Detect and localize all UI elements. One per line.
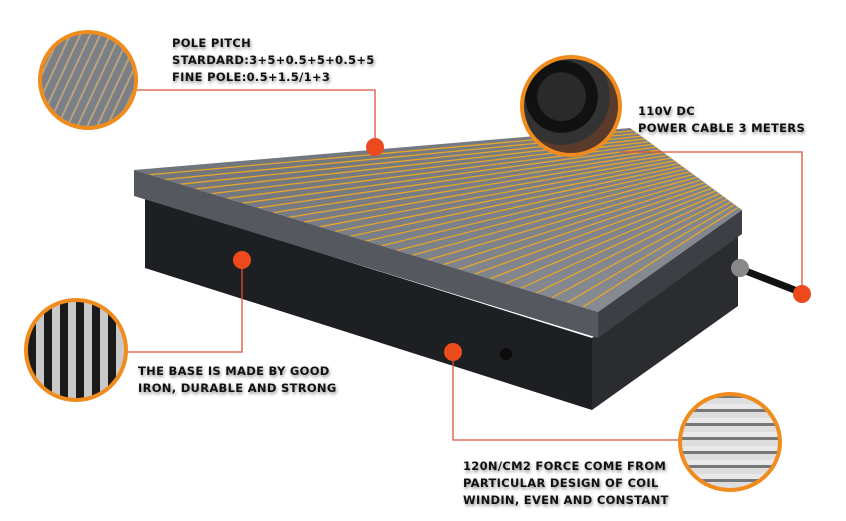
pole-stripe: [350, 165, 683, 237]
text-line: POLE PITCH: [172, 36, 252, 50]
leader-line-pole: [136, 89, 376, 147]
leader-line-cable: [620, 151, 803, 294]
pole-stripe: [396, 173, 694, 252]
text-line: PARTICULAR DESIGN OF COIL: [463, 476, 659, 490]
pole-stripe: [474, 187, 713, 275]
coil-label: 120N/CM2 FORCE COME FROM PARTICULAR DESI…: [463, 458, 669, 509]
coil-detail-circle: [678, 392, 782, 492]
pole-stripe: [319, 160, 675, 228]
marker-dot-cable: [793, 285, 811, 303]
marker-dot-pole: [366, 138, 384, 156]
leader-line-coil: [452, 352, 680, 441]
pole-stripe: [242, 146, 657, 204]
text-line: WINDIN, EVEN AND CONSTANT: [463, 493, 669, 507]
marker-dot-coil: [444, 343, 462, 361]
pole-stripe: [365, 168, 687, 242]
text-line: 110V DC: [638, 104, 695, 118]
marker-dot-base: [233, 251, 251, 269]
pole-stripe: [412, 176, 698, 256]
leader-lines: [126, 89, 803, 441]
text-line: FINE POLE:0.5+1.5/1+3: [172, 70, 331, 84]
leader-line-base: [126, 262, 243, 353]
pole-stripe: [551, 201, 732, 299]
pole-stripe: [458, 184, 709, 271]
text-line: 120N/CM2 FORCE COME FROM: [463, 459, 667, 473]
base-right-face: [592, 232, 738, 410]
pole-stripe: [582, 206, 739, 308]
cable-detail-circle: [520, 55, 622, 157]
pole-stripe: [304, 157, 672, 223]
pole-stripe: [381, 171, 690, 247]
base-front-face: [145, 198, 592, 410]
base-label: THE BASE IS MADE BY GOOD IRON, DURABLE A…: [138, 363, 337, 397]
cable-connector: [731, 259, 749, 277]
pole-stripe: [566, 203, 735, 304]
text-line: THE BASE IS MADE BY GOOD: [138, 364, 330, 378]
pole-detail-circle: [38, 30, 138, 130]
pole-stripe: [427, 179, 702, 261]
pole-pitch-label: POLE PITCH STARDARD:3+5+0.5+5+0.5+5 FINE…: [172, 35, 375, 86]
text-line: IRON, DURABLE AND STRONG: [138, 381, 337, 395]
pole-stripe: [504, 193, 720, 285]
pole-stripe: [288, 154, 668, 218]
base-bolt-hole: [500, 348, 512, 360]
cable-label: 110V DC POWER CABLE 3 METERS: [638, 103, 805, 137]
pole-stripe: [443, 182, 705, 266]
pole-stripe: [257, 149, 660, 209]
pole-stripe: [535, 198, 728, 294]
top-plate-front-edge: [134, 170, 598, 338]
pole-stripe: [334, 162, 679, 233]
base-detail-circle: [24, 298, 128, 402]
pole-stripe: [273, 151, 664, 214]
text-line: STARDARD:3+5+0.5+5+0.5+5: [172, 53, 375, 67]
text-line: POWER CABLE 3 METERS: [638, 121, 806, 135]
pole-stripe: [520, 195, 724, 289]
pole-stripe: [489, 190, 717, 280]
top-plate-right-edge: [598, 210, 742, 338]
